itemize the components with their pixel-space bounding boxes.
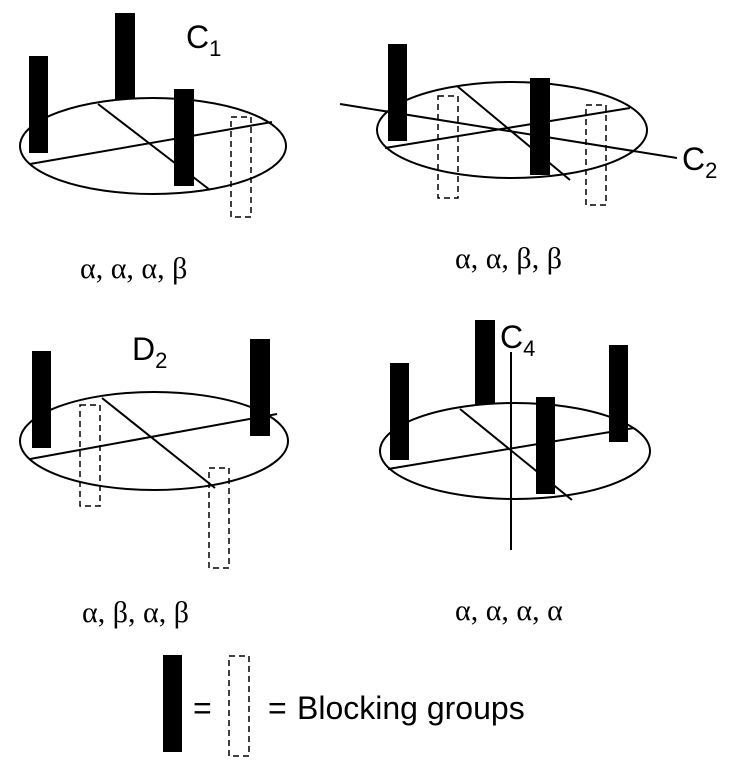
sequence-label: α, β, α, β	[82, 596, 189, 629]
dashed-block	[208, 467, 230, 569]
panel-c2: C2 α, α, β, β	[339, 44, 717, 275]
solid-block	[32, 351, 51, 448]
solid-block	[530, 78, 550, 175]
solid-block	[174, 89, 194, 186]
disk-ellipse	[379, 402, 651, 500]
legend-equals: =	[193, 690, 212, 726]
panel-d2: D2 α, β, α, β	[19, 331, 289, 629]
solid-block	[388, 44, 407, 141]
dashed-block	[437, 95, 459, 199]
legend-equals: =	[268, 690, 287, 726]
axis-line	[384, 107, 631, 149]
solid-block	[250, 339, 270, 436]
sequence-label: α, α, β, β	[455, 242, 562, 275]
symmetry-label: C1	[186, 19, 221, 61]
disk-ellipse	[19, 391, 289, 491]
symmetry-label: C4	[500, 319, 535, 361]
legend-label: Blocking groups	[297, 690, 525, 726]
solid-block	[390, 363, 409, 460]
dashed-block	[230, 116, 252, 218]
axis-line	[29, 413, 278, 460]
disk-ellipse	[376, 81, 648, 179]
solid-block	[115, 13, 135, 110]
sequence-label: α, α, α, β	[80, 252, 187, 285]
legend-solid-block	[163, 655, 182, 752]
dashed-block	[585, 104, 607, 206]
symmetry-label: D2	[132, 331, 167, 373]
legend-dashed-block	[228, 655, 250, 757]
legend: = = Blocking groups	[163, 655, 525, 757]
solid-block	[29, 56, 48, 153]
solid-block	[536, 397, 555, 494]
symmetry-label: C2	[682, 141, 717, 183]
panel-c1: C1 α, α, α, β	[19, 13, 287, 285]
dashed-block	[79, 404, 101, 507]
sequence-label: α, α, α, α	[455, 594, 563, 627]
axis-line	[456, 85, 571, 181]
axis-line	[101, 397, 216, 489]
solid-block	[475, 320, 495, 417]
solid-block	[609, 345, 628, 442]
panel-c4: C4 α, α, α, α	[379, 319, 651, 627]
axis-line	[29, 121, 273, 165]
